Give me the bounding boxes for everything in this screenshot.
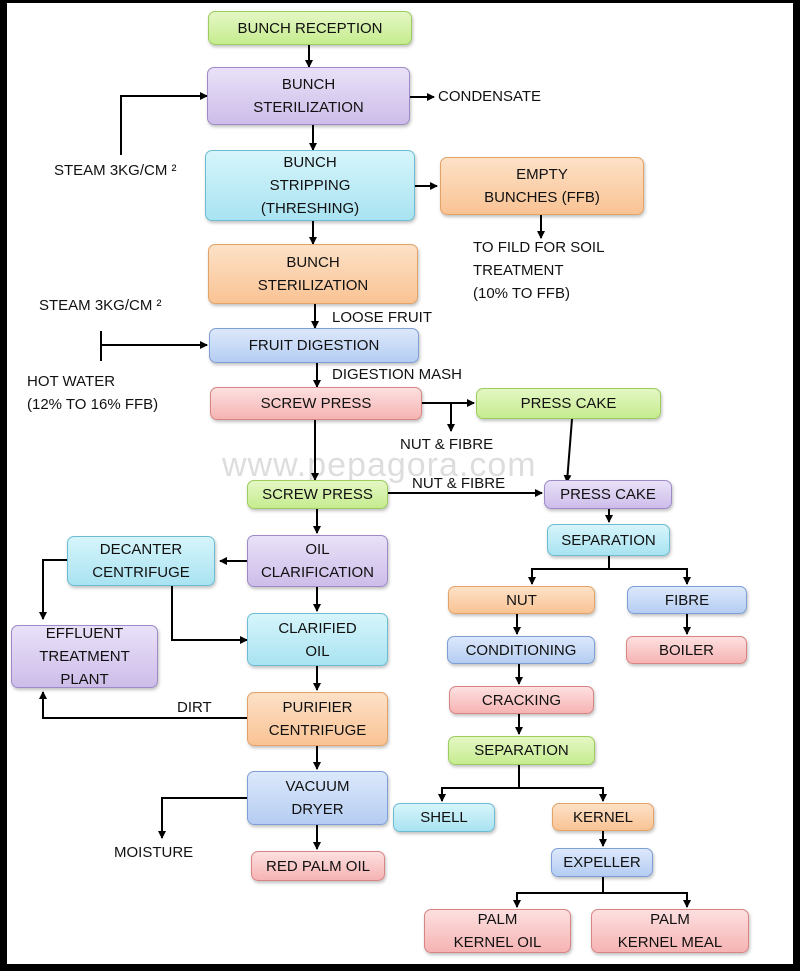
arrow-vacuum-dryer-to-moisture — [158, 797, 247, 839]
arrow-press-cake-to-press-cake — [563, 418, 573, 483]
nut-box: NUT — [448, 586, 595, 614]
oil-clarification-box: OIL CLARIFICATION — [247, 535, 388, 587]
watermark: www.pepagora.com — [222, 446, 537, 484]
expeller-box: EXPELLER — [551, 848, 653, 877]
flowchart-canvas: www.pepagora.com BUNCH RECEPTION BUNCH S… — [7, 3, 793, 964]
arrow-separation-split-2 — [441, 765, 604, 801]
press-cake-box: PRESS CAKE — [476, 388, 661, 419]
empty-bunches-box: EMPTY BUNCHES (FFB) — [440, 157, 644, 215]
dirt-label: DIRT — [177, 699, 212, 716]
palm-kernel-oil-box: PALM KERNEL OIL — [424, 909, 571, 953]
loose-fruit-label: LOOSE FRUIT — [332, 309, 433, 326]
condensate-label: CONDENSATE — [438, 88, 542, 105]
arrow-decanter-to-effluent — [39, 559, 67, 620]
separation-box: SEPARATION — [547, 524, 670, 556]
shell-box: SHELL — [393, 803, 495, 832]
arrow-expeller-split — [516, 877, 688, 907]
arrow-separation-split — [531, 556, 688, 584]
digestion-mash-label: DIGESTION MASH — [332, 366, 463, 383]
nut-fibre-label-2: NUT & FIBRE — [412, 475, 506, 492]
steam-label-2: STEAM 3KG/CM ² — [39, 297, 162, 314]
decanter-centrifuge-box: DECANTER CENTRIFUGE — [67, 536, 215, 586]
fibre-box: FIBRE — [627, 586, 747, 614]
moisture-label: MOISTURE — [114, 844, 194, 861]
hot-water-label: HOT WATER (12% TO 16% FFB) — [27, 373, 159, 413]
conditioning-box: CONDITIONING — [447, 636, 595, 664]
arrow-steam-to-sterilization — [120, 92, 208, 155]
bunch-reception-box: BUNCH RECEPTION — [208, 11, 412, 45]
arrow-purifier-to-effluent — [39, 691, 247, 719]
palm-kernel-meal-box: PALM KERNEL MEAL — [591, 909, 749, 953]
boiler-box: BOILER — [626, 636, 747, 664]
bunch-sterilization-2-box: BUNCH STERILIZATION — [208, 244, 418, 304]
cracking-box: CRACKING — [449, 686, 594, 714]
red-palm-oil-box: RED PALM OIL — [251, 851, 385, 881]
purifier-centrifuge-box: PURIFIER CENTRIFUGE — [247, 692, 388, 746]
clarified-oil-box: CLARIFIED OIL — [247, 613, 388, 666]
steam-label-1: STEAM 3KG/CM ² — [54, 162, 177, 179]
kernel-box: KERNEL — [552, 803, 654, 831]
effluent-treatment-plant-box: EFFLUENT TREATMENT PLANT — [11, 625, 158, 688]
to-field-label: TO FILD FOR SOIL TREATMENT (10% TO FFB) — [473, 239, 605, 302]
arrow-decanter-to-clarified-oil — [171, 586, 248, 644]
separation-2-box: SEPARATION — [448, 736, 595, 765]
bunch-sterilization-box: BUNCH STERILIZATION — [207, 67, 410, 125]
press-cake-2-box: PRESS CAKE — [544, 480, 672, 509]
screw-press-2-box: SCREW PRESS — [247, 480, 388, 509]
bunch-stripping-box: BUNCH STRIPPING (THRESHING) — [205, 150, 415, 221]
screw-press-box: SCREW PRESS — [210, 387, 422, 420]
vacuum-dryer-box: VACUUM DRYER — [247, 771, 388, 825]
connector-lines — [39, 45, 691, 908]
nut-fibre-label-1: NUT & FIBRE — [400, 436, 494, 453]
fruit-digestion-box: FRUIT DIGESTION — [209, 328, 419, 363]
